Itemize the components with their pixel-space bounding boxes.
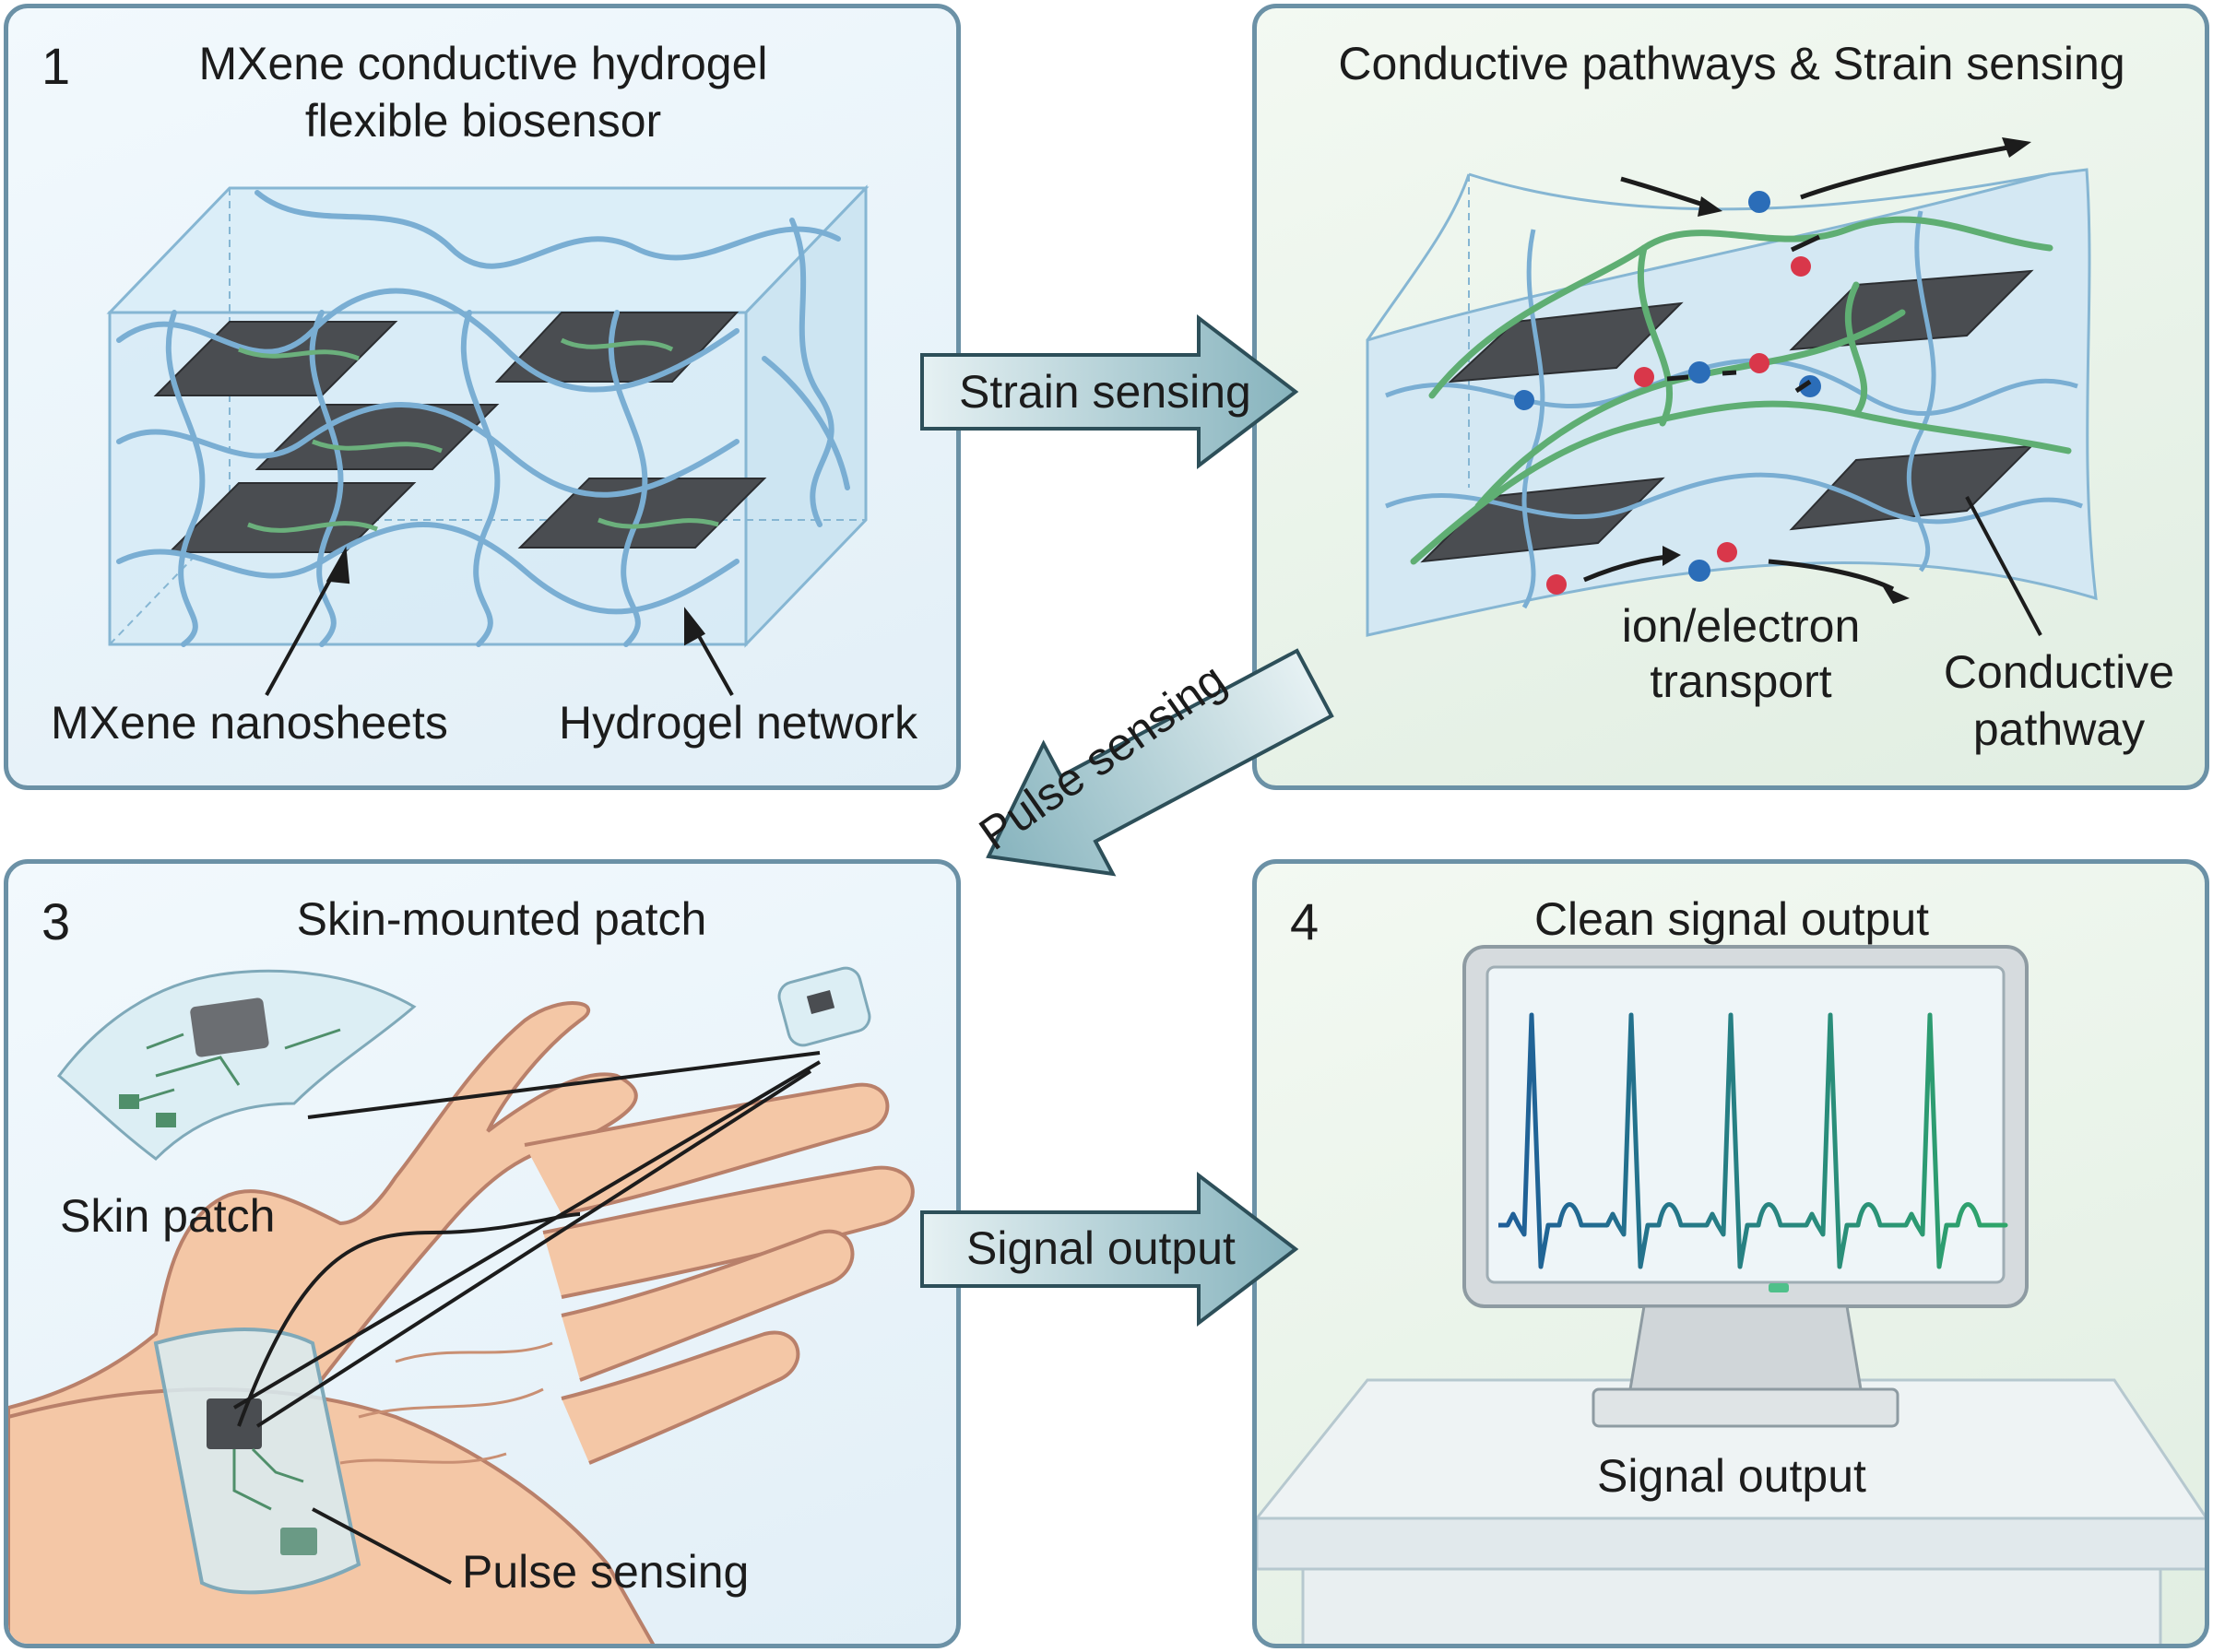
label-skin-patch: Skin patch bbox=[60, 1190, 276, 1242]
label-transport-line2: transport bbox=[1650, 655, 1832, 707]
panel-conductive-pathways: Conductive pathways & Strain sensing bbox=[1252, 4, 2209, 790]
panel-title: Skin-mounted patch bbox=[296, 893, 707, 945]
label-hydrogel-network: Hydrogel network bbox=[559, 697, 918, 749]
strained-gel-icon bbox=[1366, 137, 2098, 637]
arrow-label-pulse: Pulse sensing bbox=[969, 653, 1236, 860]
skin-patch-icon bbox=[56, 969, 417, 1161]
label-transport-line1: ion/electron bbox=[1621, 600, 1861, 652]
panel-signal-output: 4 Clean signal output Signal output bbox=[1252, 859, 2209, 1648]
label-pathway-line1: Conductive bbox=[1943, 646, 2175, 698]
monitor-icon bbox=[1257, 945, 2205, 1644]
desk-icon bbox=[1257, 1378, 2205, 1644]
fingertip-patch bbox=[777, 966, 871, 1047]
panel-title: Conductive pathways & Strain sensing bbox=[1338, 38, 2125, 89]
panel-title-line2: flexible biosensor bbox=[304, 95, 662, 147]
panel-number: 1 bbox=[41, 37, 71, 95]
arrow-label-signal: Signal output bbox=[966, 1222, 1236, 1274]
hydrogel-block-icon bbox=[106, 184, 870, 696]
label-signal-output: Signal output bbox=[1597, 1450, 1866, 1502]
panel-skin-patch: 3 Skin-mounted patch bbox=[4, 859, 961, 1648]
panel-title: Clean signal output bbox=[1533, 893, 1930, 945]
label-pulse-sensing: Pulse sensing bbox=[462, 1546, 750, 1598]
panel-number: 4 bbox=[1290, 892, 1320, 950]
panel-hydrogel-structure: 1 MXene conductive hydrogel flexible bio… bbox=[4, 4, 961, 790]
ecg-waveform-icon bbox=[1498, 1012, 2008, 1269]
arrow-label-strain: Strain sensing bbox=[959, 366, 1251, 418]
panel-number: 3 bbox=[41, 892, 71, 950]
panel-title-line1: MXene conductive hydrogel bbox=[198, 38, 768, 89]
label-mxene-nanosheets: MXene nanosheets bbox=[51, 697, 448, 749]
label-pathway-line2: pathway bbox=[1972, 703, 2146, 755]
hand-icon bbox=[8, 966, 915, 1644]
